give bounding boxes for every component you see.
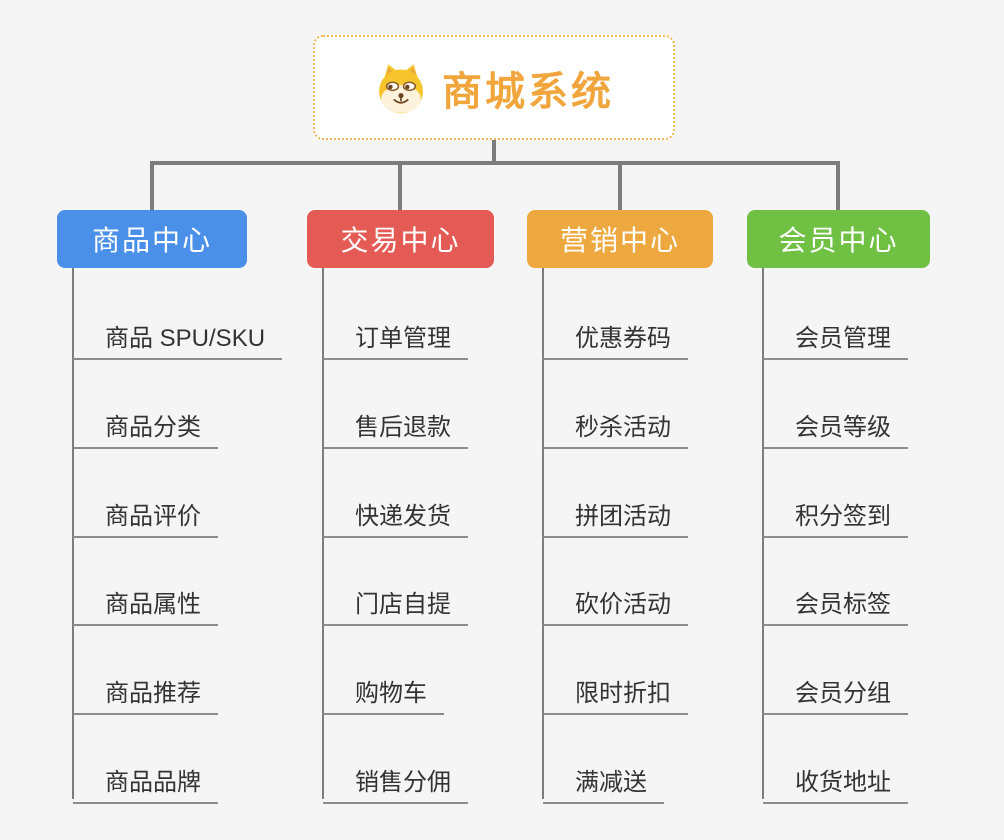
root-stem-connector	[492, 140, 496, 165]
leaf-node[interactable]: 会员管理	[763, 309, 908, 360]
branch-label: 交易中心	[340, 225, 461, 256]
root-node[interactable]: 商城系统	[313, 35, 675, 140]
leaf-node[interactable]: 门店自提	[323, 575, 468, 626]
leaf-node[interactable]: 会员等级	[763, 398, 908, 449]
leaf-node[interactable]: 快递发货	[323, 487, 468, 538]
leaf-node[interactable]: 商品推荐	[73, 664, 218, 715]
branch-spine-line	[542, 268, 544, 799]
branch-drop-connector	[618, 161, 622, 210]
leaf-node[interactable]: 销售分佣	[323, 753, 468, 804]
leaf-node[interactable]: 砍价活动	[543, 575, 688, 626]
leaf-node[interactable]: 商品品牌	[73, 753, 218, 804]
leaf-node[interactable]: 订单管理	[323, 309, 468, 360]
branch-node-product-center[interactable]: 商品中心	[57, 210, 247, 268]
branch-drop-connector	[150, 161, 154, 210]
doge-face-icon	[379, 63, 423, 113]
leaf-node[interactable]: 拼团活动	[543, 487, 688, 538]
branch-bus-connector	[150, 161, 840, 165]
leaf-node[interactable]: 商品评价	[73, 487, 218, 538]
leaf-node[interactable]: 商品分类	[73, 398, 218, 449]
branch-node-trade-center[interactable]: 交易中心	[307, 210, 494, 268]
branch-node-member-center[interactable]: 会员中心	[747, 210, 930, 268]
leaf-node[interactable]: 收货地址	[763, 753, 908, 804]
leaf-node[interactable]: 限时折扣	[543, 664, 688, 715]
branch-spine-line	[322, 268, 324, 799]
leaf-node[interactable]: 秒杀活动	[543, 398, 688, 449]
branch-drop-connector	[398, 161, 402, 210]
root-title: 商城系统	[442, 69, 614, 114]
branch-node-marketing-center[interactable]: 营销中心	[527, 210, 713, 268]
leaf-node[interactable]: 会员标签	[763, 575, 908, 626]
leaf-node[interactable]: 购物车	[323, 664, 444, 715]
leaf-node[interactable]: 会员分组	[763, 664, 908, 715]
branch-label: 会员中心	[778, 225, 899, 256]
leaf-node[interactable]: 售后退款	[323, 398, 468, 449]
branch-drop-connector	[836, 161, 840, 210]
leaf-node[interactable]: 商品属性	[73, 575, 218, 626]
leaf-node[interactable]: 满减送	[543, 753, 664, 804]
leaf-node[interactable]: 积分签到	[763, 487, 908, 538]
branch-label: 商品中心	[91, 225, 212, 256]
leaf-node[interactable]: 优惠券码	[543, 309, 688, 360]
branch-spine-line	[72, 268, 74, 799]
branch-spine-line	[762, 268, 764, 799]
leaf-node[interactable]: 商品 SPU/SKU	[73, 309, 283, 360]
branch-label: 营销中心	[559, 225, 680, 256]
